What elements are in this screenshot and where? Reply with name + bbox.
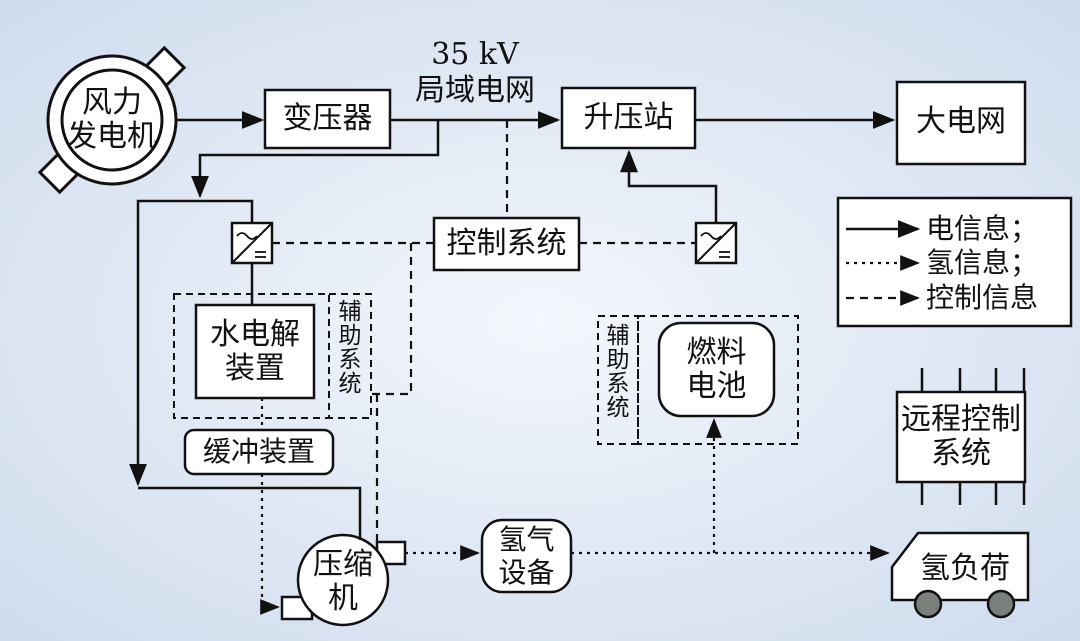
- main-grid-box: [895, 80, 1027, 166]
- buffer-device-label: 缓冲装置: [202, 435, 315, 468]
- main-grid-label: 大电网: [916, 104, 1006, 139]
- grid-voltage-label: 35 kV: [431, 37, 519, 72]
- local-grid-label: 局域电网: [415, 73, 535, 108]
- wind-generator-icon: [37, 45, 187, 195]
- transformer-label: 变压器: [282, 101, 373, 136]
- hydrogen-equipment-box: [480, 518, 573, 594]
- transformer-box: [263, 88, 392, 150]
- booster-station-label: 升压站: [583, 100, 674, 135]
- remote-control-box: [895, 390, 1027, 484]
- buffer-device-box: [183, 428, 335, 476]
- hydrogen-load-label: 氢负荷: [920, 551, 1010, 586]
- legend-box: [836, 196, 1073, 328]
- legend-hydrogen-label: 氢信息；: [926, 246, 1039, 279]
- hydrogen-equipment-label: 氢气设备: [498, 523, 555, 589]
- converter-left-icon: [230, 221, 274, 265]
- booster-station-box: [560, 86, 697, 150]
- fuel-cell-box: [657, 321, 776, 418]
- remote-control-pins: [920, 368, 1026, 505]
- compressor-label: 压缩机: [313, 547, 373, 616]
- hydrogen-truck-icon: [890, 531, 1030, 619]
- remote-control-label: 远程控制系统: [901, 402, 1021, 471]
- aux-system-left-label: 辅助 系统: [338, 299, 362, 397]
- legend-electric-label: 电信息；: [926, 212, 1039, 245]
- fuel-cell-label: 燃料电池: [686, 335, 747, 404]
- converter-right-icon: [694, 221, 738, 265]
- electrolyzer-label: 水电解装置: [210, 317, 300, 386]
- control-system-label: 控制系统: [446, 226, 567, 261]
- wind-generator-label: 风力发电机: [67, 85, 157, 154]
- aux-system-right-label: 辅助 系统: [606, 323, 630, 421]
- legend-control-label: 控制信息: [926, 281, 1039, 314]
- aux-text-frame-left: [328, 293, 372, 419]
- electrolyzer-box: [194, 303, 316, 400]
